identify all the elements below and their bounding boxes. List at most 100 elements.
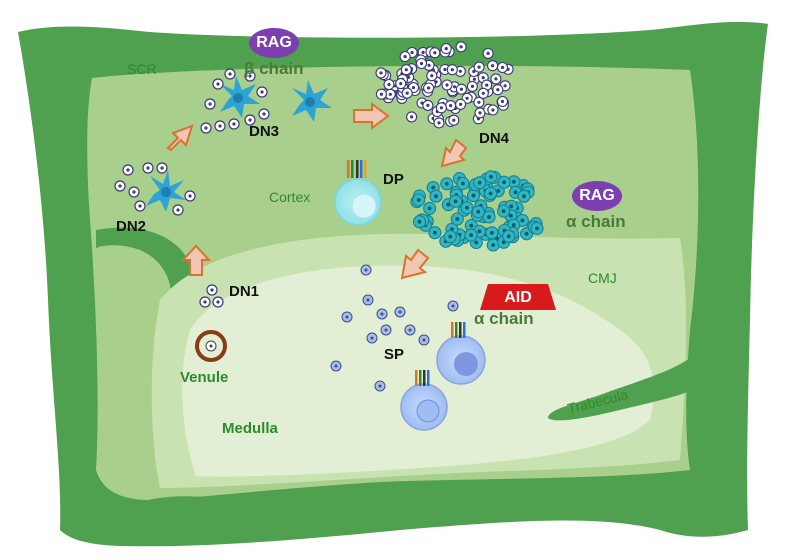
dn4-cell-nucleus [458,69,462,73]
dp-cluster-cell-nucleus [444,181,449,186]
rag-alpha-badge: RAG [572,181,622,211]
dn4-cell-nucleus [427,86,431,90]
sp-large-cell-lower [400,370,448,431]
aid-badge: AID [504,289,532,306]
dn4-cell-nucleus [449,104,453,108]
dn4-label: DN4 [479,130,510,147]
dp-cluster-cell-nucleus [524,231,529,236]
dn4-cell-nucleus [496,88,500,92]
cortex-divider [96,227,195,310]
dp-cluster-cell-nucleus [487,215,491,219]
dn4-cell-nucleus [444,47,448,51]
dn4-cell-nucleus [503,84,507,88]
dp-cluster-cell-nucleus [465,205,469,210]
dn4-cell-nucleus [494,77,498,81]
dn4-cell-nucleus [443,67,447,72]
dp-cluster-cell-nucleus [489,230,494,235]
dp-cluster-cell-nucleus [522,194,526,199]
dn4-cell-nucleus [472,69,476,74]
dp-cluster-cell-nucleus [448,234,453,239]
dn4-cell-nucleus [486,51,490,56]
dn4-cell-nucleus [379,92,383,96]
dp-cluster-cell-nucleus [476,209,481,214]
dn3-dendritic-icon [220,76,332,122]
medulla-inner [182,265,654,477]
dn4-cell-nucleus [419,61,424,66]
venule-label: Venule [180,369,229,386]
dp-cluster-cell-nucleus [488,191,493,196]
sp-large-cell-upper [436,322,486,385]
dn4-cell-nucleus [481,91,485,95]
dn2-cells [114,162,196,216]
scr-label: SCR [127,61,157,77]
dn4-cell-nucleus [459,45,463,49]
aid-badge-shape [480,284,556,310]
dn4-cell-nucleus [485,83,489,87]
dn4-cell-nucleus [411,86,416,90]
dn4-cell-nucleus [387,82,391,87]
dn4-cell-nucleus [459,87,463,91]
dn1-cells [199,284,224,308]
dn4-cell-nucleus [430,74,434,78]
dp-cluster-cell-nucleus [502,180,507,185]
dp-cluster-cell-nucleus [427,206,432,211]
dn4-cell-nucleus [405,91,409,95]
dn4-cell-nucleus [410,115,414,119]
dp-cluster-cell-nucleus [416,198,421,202]
dp-cluster-cell-nucleus [489,174,493,179]
rag-beta-chain-label: β chain [244,59,304,78]
dn4-cell-nucleus [450,68,454,72]
arrow-dp-sp [400,248,430,280]
dp-cluster-cell-nucleus [511,223,516,228]
dn4-cell-nucleus [437,121,441,125]
arrow-dn3-dn4 [353,102,390,130]
dp-cluster-cell-nucleus [535,226,539,231]
cortex-label: Cortex [269,189,311,205]
dp-cluster-cell-nucleus [513,190,518,195]
dn4-cell-nucleus [433,51,437,55]
dp-cluster-cell-nucleus [455,217,460,221]
dp-cluster-cell-nucleus [417,219,422,224]
capsule-corner [148,496,225,512]
arrow-dn1-dn2 [180,244,212,276]
dn1-label: DN1 [229,283,260,300]
dp-cluster-cell-nucleus [431,185,436,190]
medulla-label: Medulla [222,420,278,437]
dn4-cell-nucleus [439,106,443,110]
dn4-cell-nucleus [427,63,431,67]
dp-cluster-cell-nucleus [508,213,513,218]
dn4-cell-nucleus [388,92,392,96]
dn3-label: DN3 [249,123,280,140]
dp-cluster-cell-nucleus [520,218,525,223]
dp-cell [334,160,382,226]
venule-icon [195,330,227,362]
aid-alpha-chain-label: α chain [474,309,534,328]
dn4-cell-nucleus [491,64,495,68]
rag-alpha-chain-label: α chain [566,212,626,231]
dn4-cell-nucleus [500,65,505,70]
dn4-cell-nucleus [379,71,383,75]
dp-cluster-cell-nucleus [506,234,511,239]
dp-cluster-cell-nucleus [469,233,474,238]
dp-cluster-cell-nucleus [511,179,516,184]
dn4-cell-nucleus [453,85,457,89]
dp-cluster-cell-nucleus [477,180,482,185]
dn4-cells [375,41,514,129]
dn4-cell-nucleus [421,50,425,55]
dn4-cell-nucleus [410,50,414,55]
dn2-label: DN2 [116,218,147,235]
dn4-cell-nucleus [459,102,463,106]
dn3-cells [200,68,270,134]
arrow-dn2-dn3 [166,124,194,152]
dp-cluster-cell-nucleus [446,202,451,207]
sp-cells [330,264,459,392]
dn4-cell-nucleus [403,55,407,59]
rag-beta-badge: RAG [249,28,299,58]
dp-cluster-cell-nucleus [471,193,476,198]
dn4-cell-nucleus [426,103,430,107]
dp-label: DP [383,171,404,188]
dp-cluster-cell-nucleus [453,199,458,204]
trabecula [548,350,710,421]
arrow-dn4-dp [440,138,468,168]
